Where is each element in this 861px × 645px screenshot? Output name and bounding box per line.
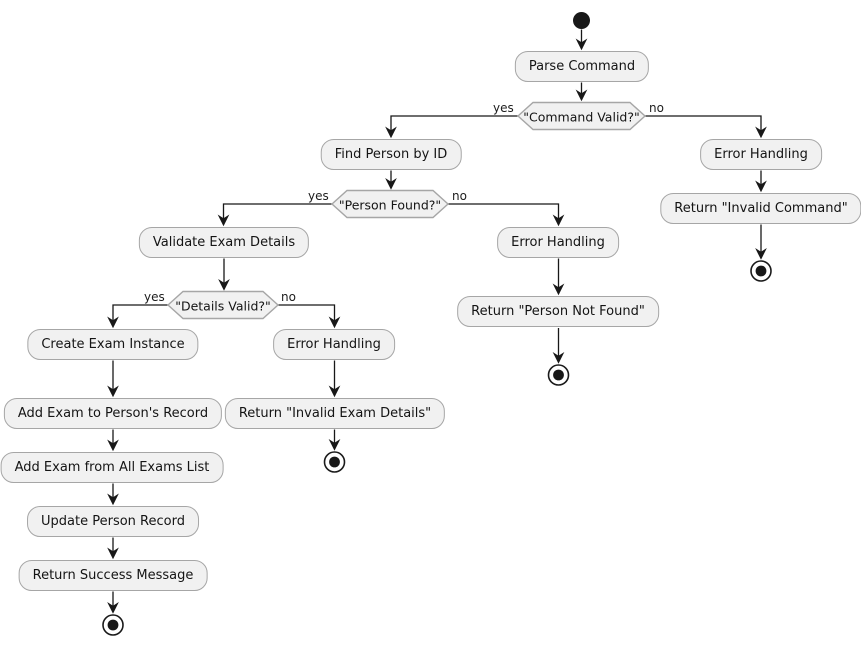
decision-command-valid-shape: [516, 101, 647, 131]
activity-parse-command: Parse Command: [514, 51, 650, 82]
branch-label-no-details-valid: no: [281, 290, 296, 304]
edge-details-valid-yes: [107, 304, 168, 329]
decision-person-found-label: "Person Found?": [338, 197, 442, 212]
end-node-success: [102, 614, 124, 636]
activity-create-exam-instance: Create Exam Instance: [27, 329, 199, 360]
start-node: [573, 12, 590, 29]
activity-update-person-record: Update Person Record: [27, 506, 199, 537]
end-node-person-not-found: [547, 364, 570, 386]
activity-error-handling-details: Error Handling: [273, 329, 395, 360]
activity-return-person-not-found: Return "Person Not Found": [457, 296, 659, 327]
branch-label-no-person-found: no: [452, 189, 467, 203]
activity-find-person-by-id: Find Person by ID: [320, 139, 462, 170]
edge-details-valid-no: [278, 304, 341, 329]
activity-error-handling-command: Error Handling: [700, 139, 822, 170]
edge-command-valid-no: [645, 115, 767, 139]
branch-label-yes-person-found: yes: [308, 189, 329, 203]
activity-add-exam-from-all: Add Exam from All Exams List: [0, 452, 224, 483]
branch-label-yes-details-valid: yes: [144, 290, 165, 304]
edge-person-found-no: [448, 203, 565, 227]
activity-return-invalid-command: Return "Invalid Command": [660, 193, 861, 224]
decision-details-valid-label: "Details Valid?": [175, 298, 271, 313]
activity-return-invalid-exam: Return "Invalid Exam Details": [224, 398, 446, 429]
branch-label-yes-command-valid: yes: [493, 101, 514, 115]
end-node-invalid-exam: [323, 451, 346, 473]
edge-person-found-yes: [217, 203, 332, 227]
activity-error-handling-person: Error Handling: [497, 227, 619, 258]
activity-return-success-message: Return Success Message: [18, 560, 208, 591]
edge-command-valid-yes: [385, 115, 518, 139]
decision-command-valid-label: "Command Valid?": [523, 109, 640, 124]
decision-details-valid-shape: [166, 290, 280, 320]
activity-add-exam-to-person: Add Exam to Person's Record: [3, 398, 223, 429]
end-node-invalid-command: [750, 260, 772, 282]
decision-person-found-shape: [330, 189, 450, 219]
activity-validate-exam-details: Validate Exam Details: [138, 227, 310, 258]
branch-label-no-command-valid: no: [649, 101, 664, 115]
